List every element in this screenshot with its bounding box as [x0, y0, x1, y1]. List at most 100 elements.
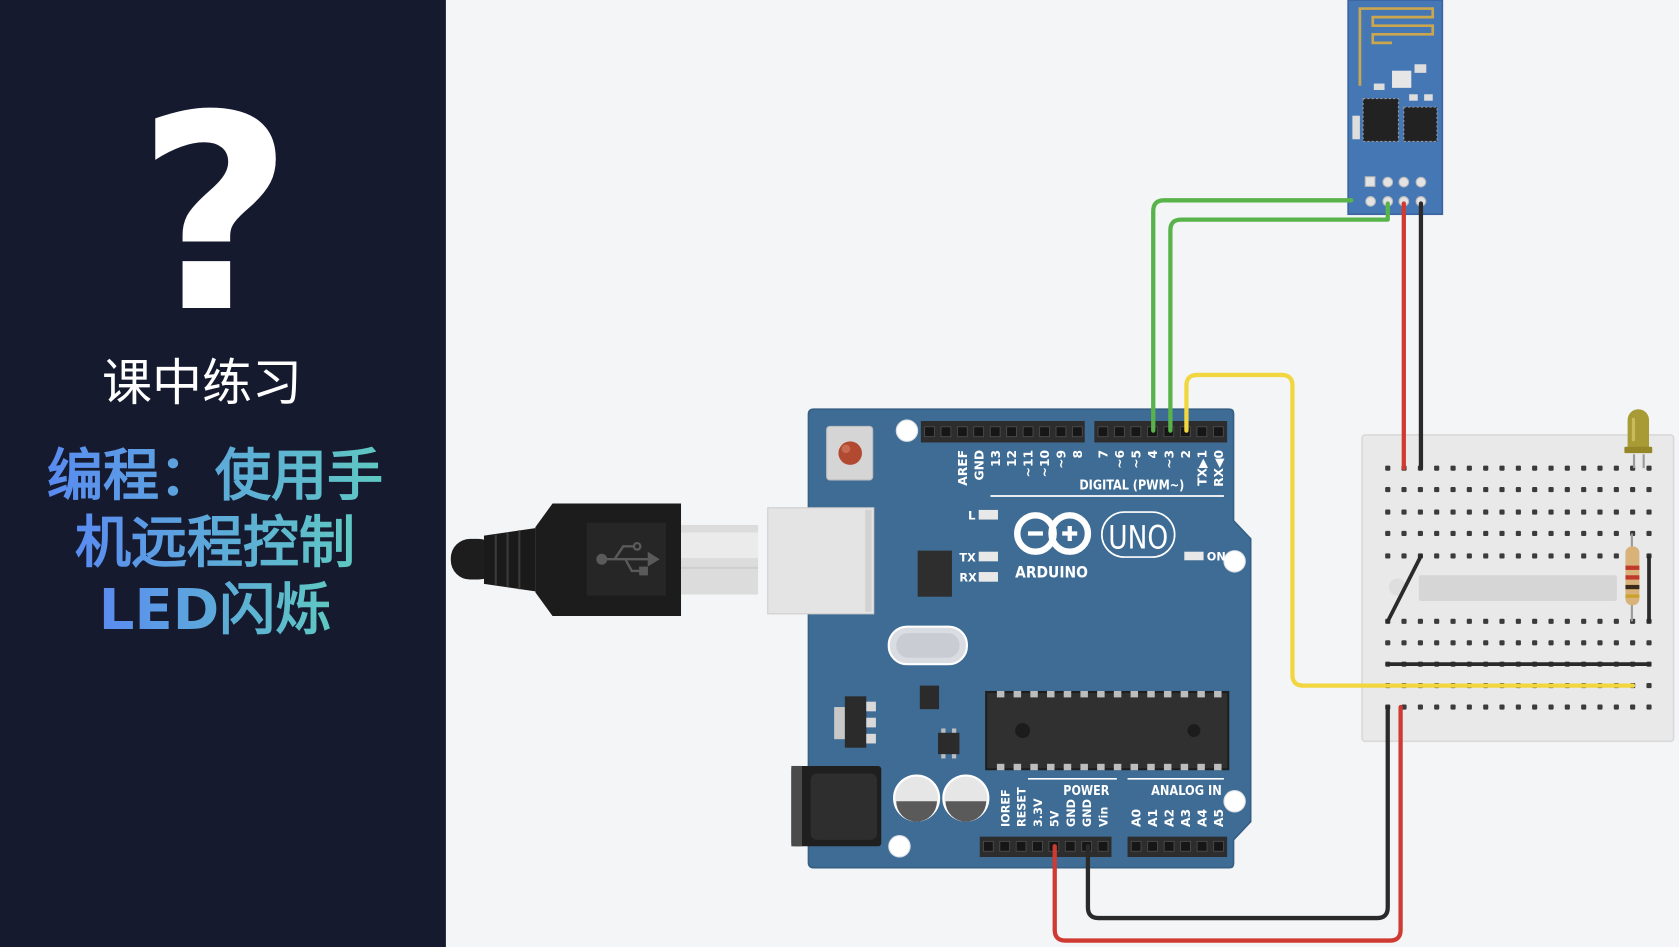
power-pin-label: 5V	[1048, 810, 1061, 827]
breadboard-hole	[1564, 640, 1570, 646]
breadboard-hole	[1401, 486, 1407, 493]
module-pin	[1415, 176, 1427, 188]
header-pin-socket	[1163, 840, 1175, 852]
usb-symbol-square	[639, 566, 648, 576]
chip-leg	[1163, 690, 1172, 698]
chip-leg	[1214, 690, 1222, 698]
digital-header-right	[1094, 421, 1228, 443]
resistor-band	[1625, 584, 1640, 590]
mounting-hole	[1223, 550, 1246, 573]
module-component	[1414, 64, 1427, 73]
breadboard-hole	[1515, 509, 1521, 515]
breadboard-hole	[1515, 530, 1521, 537]
power-pin-label: RESET	[1016, 787, 1029, 827]
chip-leg	[1097, 763, 1105, 771]
digital-header-title: DIGITAL (PWM~)	[1079, 479, 1184, 494]
small-chip	[938, 732, 960, 755]
header-pin-socket	[1147, 840, 1158, 852]
breadboard-hole	[1515, 618, 1521, 624]
module-component	[1409, 94, 1418, 101]
module-component	[1352, 115, 1360, 140]
breadboard-hole	[1466, 640, 1472, 646]
capacitor	[893, 774, 941, 822]
breadboard-hole	[1548, 704, 1554, 710]
breadboard-hole	[1499, 465, 1505, 471]
breadboard-hole	[1385, 530, 1391, 537]
breadboard-hole	[1434, 704, 1440, 710]
analog-pin-label: A3	[1179, 809, 1193, 827]
capacitor-shade	[896, 801, 937, 822]
led-shine	[1631, 417, 1636, 442]
wifi-module	[1347, 0, 1444, 216]
breadboard-hole	[1532, 530, 1538, 537]
chip-leg	[1147, 690, 1155, 698]
breadboard-hole	[1450, 465, 1456, 471]
chip-leg	[1147, 763, 1155, 771]
small-chip-pin	[941, 754, 946, 759]
power-header-title: POWER	[1063, 784, 1109, 799]
breadboard-hole	[1581, 509, 1587, 515]
reset-button-highlight	[841, 444, 851, 454]
breadboard-hole	[1466, 509, 1472, 515]
digital-pin-label: ~10	[1038, 450, 1052, 477]
breadboard-hole	[1483, 486, 1489, 493]
breadboard-hole	[1646, 530, 1652, 537]
antenna-trace-icon	[1358, 7, 1435, 86]
breadboard-hole	[1630, 486, 1636, 493]
chip-leg	[1080, 690, 1088, 698]
breadboard-hole	[1450, 704, 1456, 710]
breadboard-hole	[1483, 530, 1489, 537]
mounting-hole	[895, 419, 919, 442]
breadboard-hole	[1515, 486, 1521, 493]
breadboard-hole	[1434, 486, 1440, 493]
power-pin-label: IOREF	[999, 789, 1012, 827]
chip-dimple	[1187, 724, 1201, 738]
breadboard-hole	[1483, 509, 1489, 515]
header-pin-socket	[1055, 426, 1067, 438]
header-pin-socket	[1064, 840, 1076, 852]
breadboard-hole	[1385, 465, 1391, 471]
breadboard-hole	[1630, 704, 1636, 710]
usb-symbol-circle	[632, 541, 642, 551]
header-pin-socket	[1032, 840, 1043, 852]
breadboard-hole	[1613, 465, 1619, 471]
header-pin-socket	[1196, 426, 1208, 438]
digital-pin-label: RX◀0	[1212, 450, 1226, 487]
module-pin	[1364, 176, 1376, 187]
chip-leg	[1180, 690, 1189, 698]
usb-b-receptacle	[767, 507, 875, 615]
module-component	[1424, 94, 1433, 101]
chip-leg	[1113, 690, 1122, 698]
usb-connector-shine	[681, 532, 759, 559]
power-pin-label: GND	[1065, 799, 1078, 827]
crystal-inner	[896, 633, 960, 658]
breadboard-hole	[1597, 704, 1603, 710]
header-pin-socket	[940, 426, 952, 438]
led-flange	[1624, 446, 1653, 454]
breadboard-hole	[1499, 553, 1505, 559]
task-line-text: LED闪烁	[98, 578, 332, 643]
breadboard-hole	[1548, 530, 1554, 537]
breadboard-hole	[1466, 553, 1472, 559]
header-pin-socket	[1006, 426, 1017, 438]
breadboard-hole	[1401, 530, 1407, 537]
header-pin-socket	[1212, 426, 1224, 438]
breadboard-hole	[1417, 704, 1423, 710]
digital-pin-label: 13	[989, 450, 1003, 467]
analog-pin-label: A4	[1196, 809, 1210, 827]
digital-pin-label: 12	[1005, 450, 1019, 467]
breadboard-hole	[1548, 465, 1554, 471]
wire-green	[1168, 201, 1390, 433]
header-pin-socket	[1022, 426, 1034, 438]
section-label: 课中练习	[102, 354, 302, 412]
breadboard-hole	[1564, 530, 1570, 537]
breadboard-hole	[1581, 530, 1587, 537]
breadboard-hole	[1401, 704, 1407, 710]
breadboard-hole	[1450, 553, 1456, 559]
digital-pin-label: 7	[1097, 450, 1111, 459]
wire-black	[1085, 704, 1390, 921]
breadboard-hole	[1515, 553, 1521, 559]
digital-pin-label: ~3	[1162, 450, 1176, 469]
breadboard-hole	[1466, 704, 1472, 710]
regulator-leg	[866, 733, 876, 744]
